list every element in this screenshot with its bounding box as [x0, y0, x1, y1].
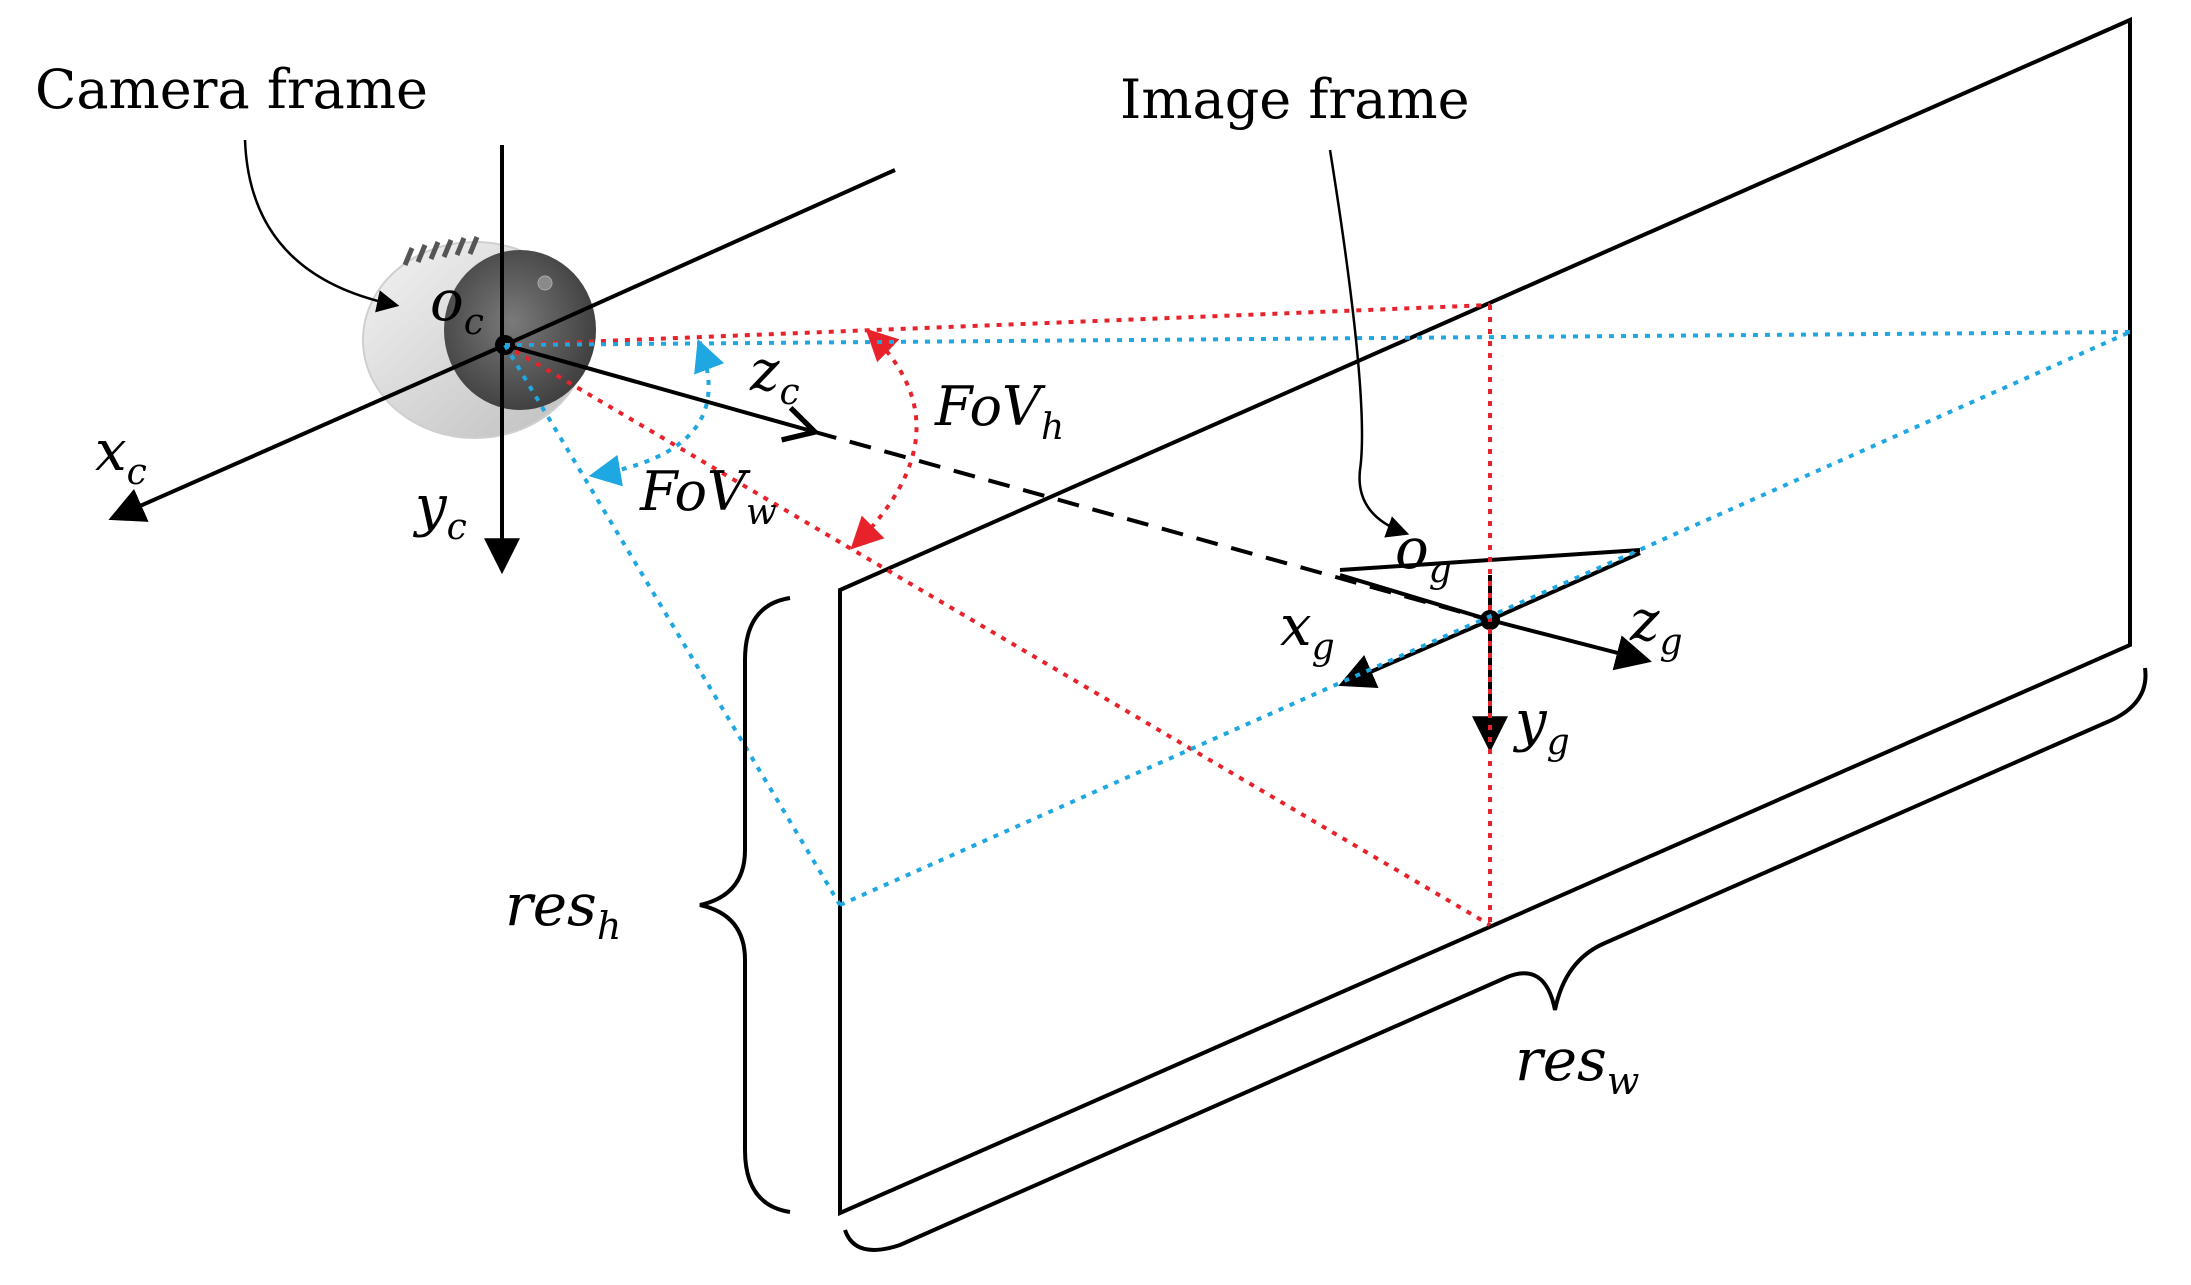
fov-h-arc: [850, 328, 919, 550]
x-g-axis: [1338, 618, 1491, 689]
y-g-label: yg: [1512, 689, 1570, 763]
fov-w-arc: [588, 339, 725, 487]
vent-slots-icon: [402, 236, 480, 266]
fov-width-lines: [503, 330, 2131, 907]
optical-axis-dashed: [814, 430, 1491, 622]
res-w-brace: [843, 667, 2148, 1252]
camera-frame-label: Camera frame: [35, 58, 428, 121]
image-frame-callout-arrow: [1328, 149, 1410, 538]
fov-h-label: FoVh: [934, 375, 1064, 448]
camera-frame-callout-arrow: [243, 139, 400, 313]
x-c-label: xc: [95, 419, 147, 493]
x-g-label: xg: [1280, 594, 1335, 668]
o-g-backline: [1339, 573, 1491, 622]
x-c-axis: [108, 343, 506, 522]
image-frame-label: Image frame: [1120, 68, 1470, 131]
o-g-label: og: [1395, 517, 1452, 591]
z-g-label: zg: [1629, 589, 1683, 663]
image-plane: [838, 16, 2132, 1217]
z-g-axis: [1489, 618, 1652, 671]
o-c-label: oc: [430, 269, 484, 343]
z-c-label: zc: [749, 339, 800, 413]
camera-axis-long-line: [504, 168, 896, 347]
fov-w-label: FoVw: [639, 460, 777, 533]
y-c-label: yc: [412, 474, 467, 548]
x-g-back-segment: [1489, 551, 1641, 622]
res-h-brace: [699, 596, 791, 1214]
res-w-label: resw: [1515, 1026, 1639, 1103]
fov-height-lines: [503, 303, 1492, 927]
res-h-label: resh: [505, 871, 621, 948]
